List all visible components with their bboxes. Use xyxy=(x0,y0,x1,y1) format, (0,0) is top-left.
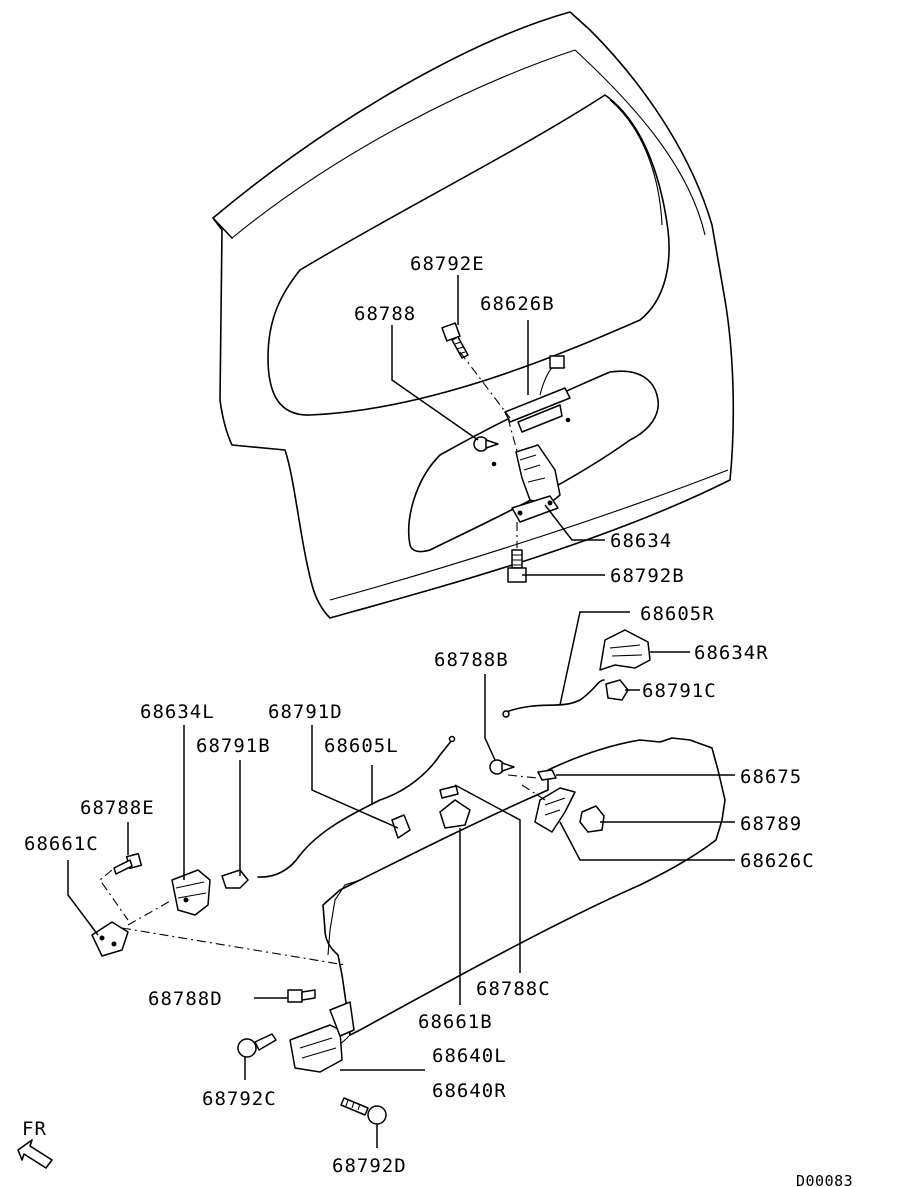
label-68788b: 68788B xyxy=(434,649,509,671)
label-68791d: 68791D xyxy=(268,701,343,723)
label-68661b: 68661B xyxy=(418,1011,493,1033)
bolt-68788c-icon xyxy=(439,785,459,799)
label-68634l: 68634L xyxy=(140,701,215,723)
striker-68661c-icon xyxy=(91,921,129,957)
label-68788d: 68788D xyxy=(148,988,223,1010)
grommet-68791b-icon xyxy=(221,869,249,889)
label-68626c: 68626C xyxy=(740,850,815,872)
handle-68626b-icon xyxy=(504,355,571,433)
tailgate-outline xyxy=(212,11,735,619)
label-68675: 68675 xyxy=(740,766,802,788)
label-68789: 68789 xyxy=(740,813,802,835)
clip-68791d-icon xyxy=(391,814,411,839)
label-68640l: 68640L xyxy=(432,1045,507,1067)
latch-68634l-icon xyxy=(171,869,211,916)
cable-68605r-icon xyxy=(502,679,605,718)
label-68661c: 68661C xyxy=(24,833,99,855)
label-68792b: 68792B xyxy=(610,565,685,587)
bolt-68788d-icon xyxy=(287,989,316,1003)
latch-68634r-icon xyxy=(599,629,651,671)
leader-lines xyxy=(67,275,735,1148)
bolt-68792e-icon xyxy=(441,322,469,359)
front-direction-arrow-icon xyxy=(17,1139,53,1169)
label-68640r: 68640R xyxy=(432,1080,507,1102)
bolt-68792c-icon xyxy=(237,1033,277,1058)
clip-68788b-icon xyxy=(489,759,515,775)
label-68634: 68634 xyxy=(610,530,672,552)
drawing-code: D00083 xyxy=(796,1172,853,1187)
bracket-68675-icon xyxy=(537,769,557,781)
label-68788: 68788 xyxy=(354,303,416,325)
label-68634r: 68634R xyxy=(694,642,769,664)
part-labels: 68792E 68788 68626B 68634 68792B 68605R … xyxy=(22,253,853,1187)
label-68605l: 68605L xyxy=(324,735,399,757)
front-direction-label: FR xyxy=(22,1118,47,1140)
label-68791b: 68791B xyxy=(196,735,271,757)
handle-68626c-icon xyxy=(534,787,576,833)
label-68626b: 68626B xyxy=(480,293,555,315)
striker-68661b-icon xyxy=(439,799,471,829)
label-68788e: 68788E xyxy=(80,797,155,819)
cable-68605l-icon xyxy=(257,735,456,878)
label-68788c: 68788C xyxy=(476,978,551,1000)
label-68605r: 68605R xyxy=(640,603,715,625)
alignment-lines xyxy=(99,351,546,966)
bolt-68788e-icon xyxy=(113,852,143,875)
label-68792e: 68792E xyxy=(410,253,485,275)
latch-68634-icon xyxy=(511,444,561,523)
clip-68788-icon xyxy=(473,436,499,467)
grommet-68791c-icon xyxy=(605,679,629,701)
label-68792c: 68792C xyxy=(202,1088,277,1110)
bolt-68792d-icon xyxy=(340,1097,387,1125)
cap-68789-icon xyxy=(579,805,605,833)
hinge-68640-icon xyxy=(289,1001,355,1073)
label-68792d: 68792D xyxy=(332,1155,407,1177)
label-68791c: 68791C xyxy=(642,680,717,702)
body-panel-outline xyxy=(322,737,726,1048)
